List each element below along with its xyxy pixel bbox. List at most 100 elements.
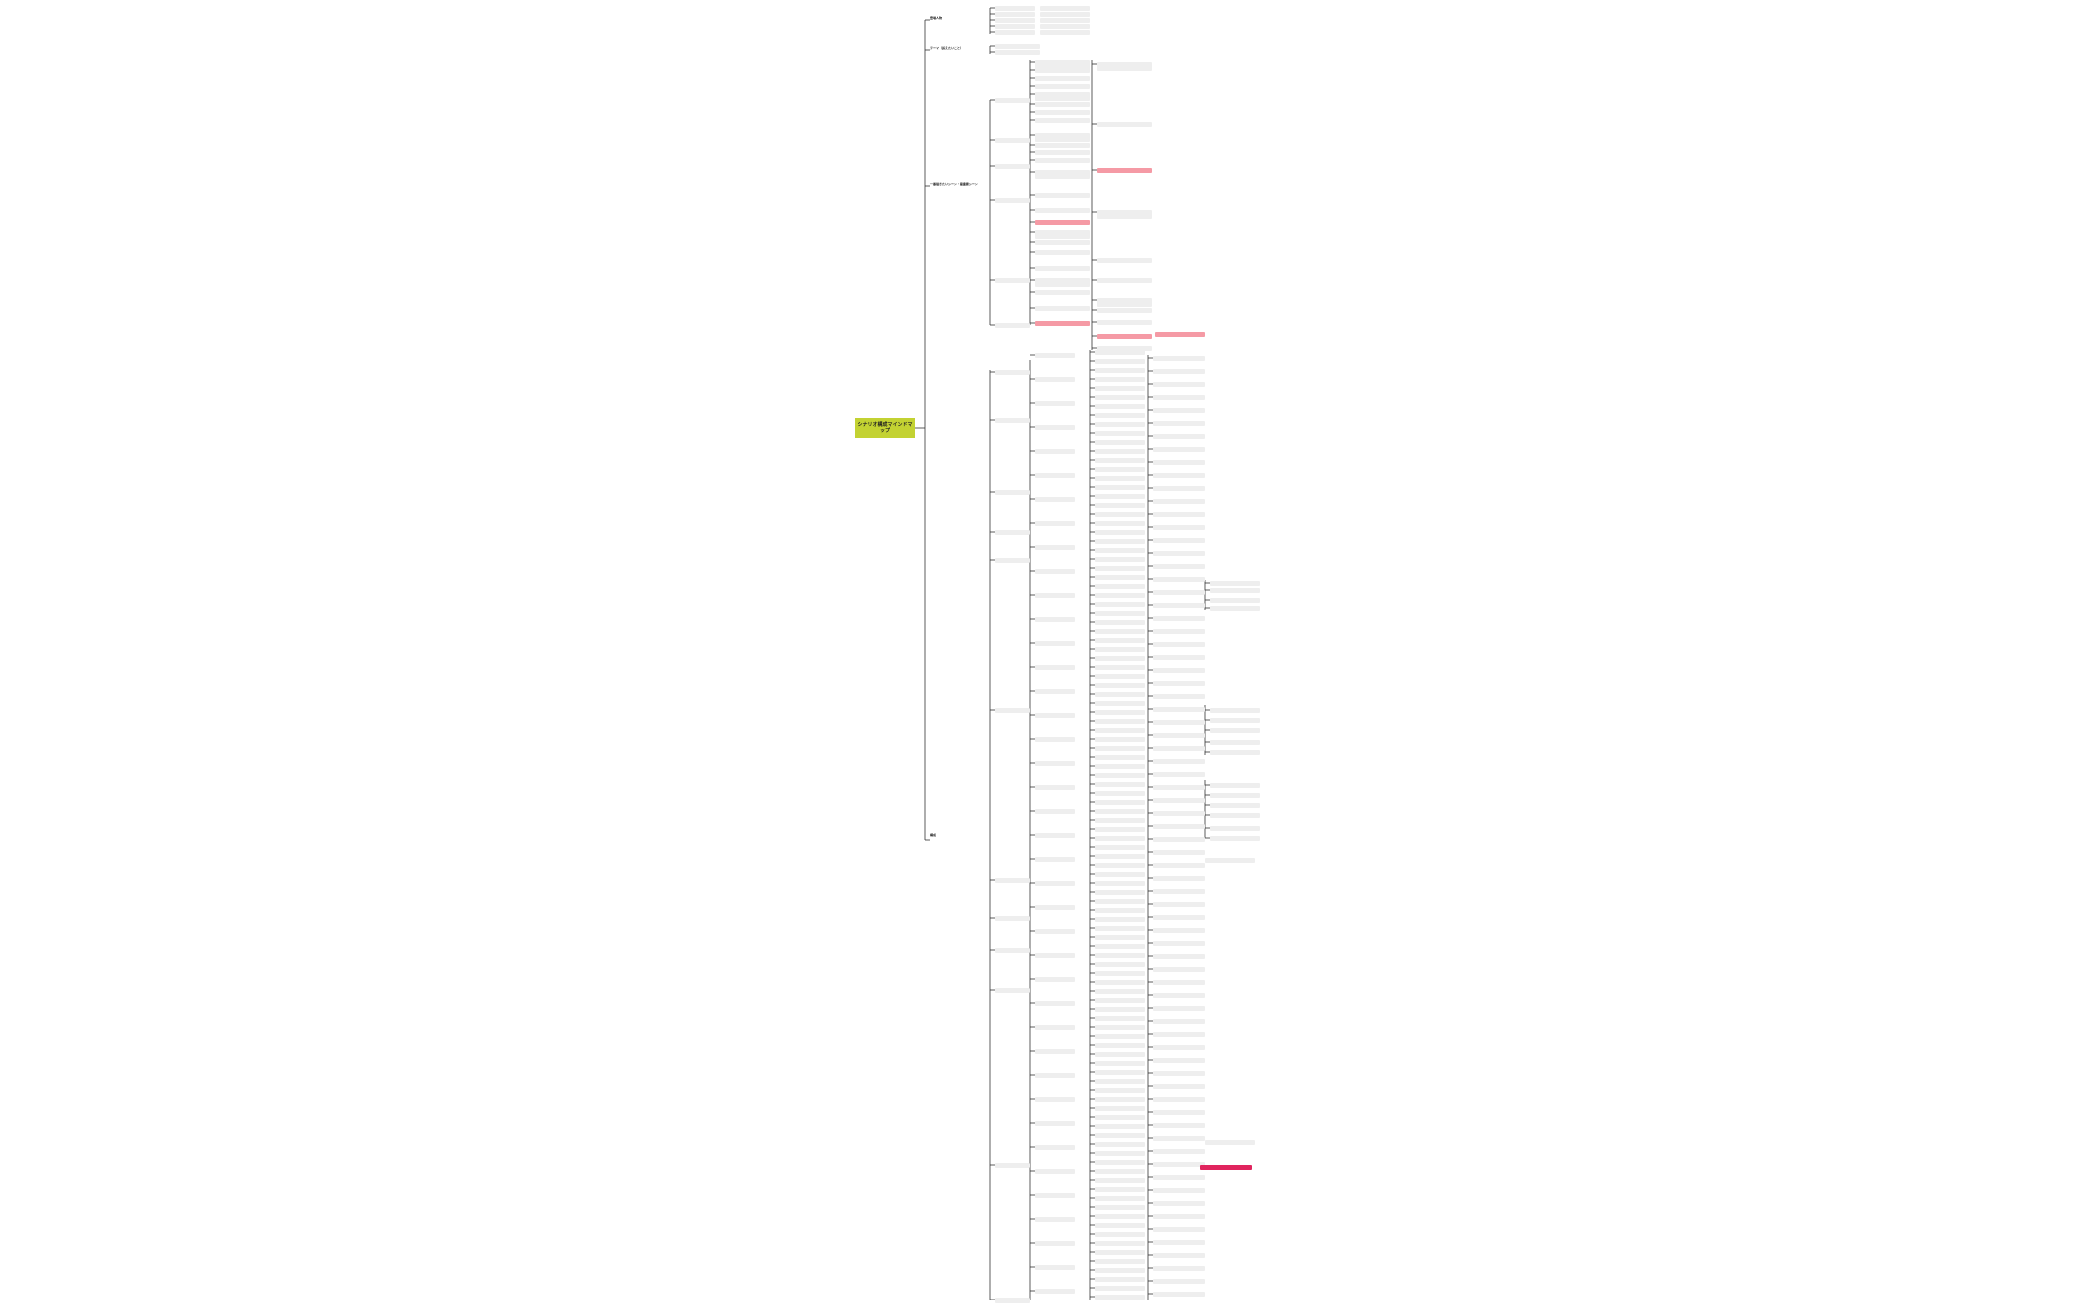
- mindmap-node[interactable]: [1035, 569, 1075, 574]
- mindmap-node[interactable]: [1210, 813, 1260, 818]
- mindmap-node[interactable]: [1035, 953, 1075, 958]
- mindmap-node[interactable]: [1035, 230, 1090, 239]
- mindmap-node[interactable]: [1097, 62, 1152, 71]
- mindmap-node[interactable]: [1035, 208, 1090, 213]
- mindmap-node[interactable]: [1035, 857, 1075, 862]
- mindmap-node[interactable]: [1153, 642, 1205, 647]
- mindmap-node[interactable]: [1035, 170, 1090, 179]
- mindmap-node[interactable]: [1210, 783, 1260, 788]
- mindmap-node[interactable]: [1095, 467, 1145, 472]
- mindmap-node[interactable]: [1040, 24, 1090, 29]
- mindmap-node[interactable]: [1210, 793, 1260, 798]
- mindmap-node[interactable]: [1095, 1007, 1145, 1012]
- mindmap-node[interactable]: [1153, 590, 1205, 595]
- mindmap-node[interactable]: [1035, 290, 1090, 295]
- mindmap-node[interactable]: [1097, 258, 1152, 263]
- mindmap-node[interactable]: [1095, 1205, 1145, 1210]
- mindmap-node[interactable]: [1153, 811, 1205, 816]
- mindmap-node[interactable]: [995, 530, 1030, 535]
- mindmap-node[interactable]: [1035, 193, 1090, 198]
- mindmap-node[interactable]: [995, 12, 1035, 17]
- mindmap-node[interactable]: [1095, 890, 1145, 895]
- mindmap-node[interactable]: [1035, 118, 1090, 123]
- mindmap-node[interactable]: [1095, 809, 1145, 814]
- mindmap-node[interactable]: [1095, 791, 1145, 796]
- mindmap-node[interactable]: [1095, 1295, 1145, 1300]
- mindmap-node[interactable]: [1095, 458, 1145, 463]
- mindmap-node[interactable]: [1095, 503, 1145, 508]
- mindmap-node[interactable]: [1095, 719, 1145, 724]
- mindmap-node[interactable]: [1095, 1151, 1145, 1156]
- mindmap-node[interactable]: [1095, 404, 1145, 409]
- mindmap-node[interactable]: [995, 988, 1030, 993]
- mindmap-node[interactable]: [1035, 473, 1075, 478]
- mindmap-node[interactable]: [1153, 512, 1205, 517]
- mindmap-node[interactable]: [1035, 641, 1075, 646]
- mindmap-node[interactable]: [1153, 772, 1205, 777]
- mindmap-node[interactable]: [1035, 76, 1090, 81]
- mindmap-node[interactable]: [1035, 761, 1075, 766]
- mindmap-node[interactable]: [1097, 210, 1152, 219]
- mindmap-node[interactable]: [1095, 935, 1145, 940]
- mindmap-node[interactable]: [1035, 1073, 1075, 1078]
- mindmap-node[interactable]: [995, 418, 1030, 423]
- mindmap-node[interactable]: [1153, 668, 1205, 673]
- mindmap-node[interactable]: [1153, 954, 1205, 959]
- mindmap-node[interactable]: [1095, 1250, 1145, 1255]
- mindmap-node[interactable]: [1097, 122, 1152, 127]
- mindmap-node[interactable]: [1153, 1201, 1205, 1206]
- mindmap-node[interactable]: [1035, 449, 1075, 454]
- mindmap-node[interactable]: [1095, 1061, 1145, 1066]
- mindmap-node[interactable]: [1210, 598, 1260, 603]
- mindmap-node[interactable]: [1097, 168, 1152, 173]
- mindmap-node[interactable]: [1153, 1149, 1205, 1154]
- mindmap-node[interactable]: [1153, 1123, 1205, 1128]
- mindmap-node[interactable]: [1035, 1265, 1075, 1270]
- mindmap-node[interactable]: [1095, 377, 1145, 382]
- mindmap-node[interactable]: [1153, 967, 1205, 972]
- mindmap-node[interactable]: [1035, 1289, 1075, 1294]
- mindmap-node[interactable]: [995, 878, 1030, 883]
- mindmap-node[interactable]: [1095, 530, 1145, 535]
- mindmap-node[interactable]: [1095, 548, 1145, 553]
- mindmap-node[interactable]: [1153, 993, 1205, 998]
- mindmap-node[interactable]: [1040, 12, 1090, 17]
- mindmap-node[interactable]: [1153, 1110, 1205, 1115]
- mindmap-node[interactable]: [995, 1298, 1030, 1303]
- mindmap-node[interactable]: [1095, 620, 1145, 625]
- mindmap-node[interactable]: [1035, 220, 1090, 225]
- mindmap-node[interactable]: [1095, 881, 1145, 886]
- mindmap-node[interactable]: [1095, 1070, 1145, 1075]
- mindmap-node[interactable]: [1095, 1097, 1145, 1102]
- mindmap-node[interactable]: [1095, 980, 1145, 985]
- mindmap-node[interactable]: [1210, 836, 1260, 841]
- mindmap-node[interactable]: [1035, 1097, 1075, 1102]
- mindmap-node[interactable]: [1035, 689, 1075, 694]
- mindmap-node[interactable]: [1210, 588, 1260, 593]
- mindmap-node[interactable]: [1035, 102, 1090, 107]
- mindmap-node[interactable]: [995, 558, 1030, 563]
- mindmap-node[interactable]: [1153, 408, 1205, 413]
- mindmap-node[interactable]: [1153, 1032, 1205, 1037]
- mindmap-node[interactable]: [1095, 1079, 1145, 1084]
- mindmap-node[interactable]: [1095, 998, 1145, 1003]
- mindmap-node[interactable]: [1040, 18, 1090, 23]
- mindmap-node[interactable]: [1095, 395, 1145, 400]
- mindmap-node[interactable]: [1095, 629, 1145, 634]
- mindmap-node[interactable]: [1095, 602, 1145, 607]
- mindmap-node[interactable]: [1095, 710, 1145, 715]
- mindmap-node[interactable]: [1153, 850, 1205, 855]
- mindmap-node[interactable]: [1153, 1279, 1205, 1284]
- mindmap-node[interactable]: [995, 323, 1030, 328]
- mindmap-node[interactable]: [995, 50, 1040, 55]
- mindmap-node[interactable]: [1153, 1162, 1205, 1167]
- mindmap-node[interactable]: [1095, 1106, 1145, 1111]
- mindmap-node[interactable]: [1095, 854, 1145, 859]
- mindmap-node[interactable]: [1035, 353, 1075, 358]
- mindmap-node[interactable]: [1035, 905, 1075, 910]
- mindmap-node[interactable]: [1040, 6, 1090, 11]
- mindmap-node[interactable]: [1095, 674, 1145, 679]
- mindmap-node[interactable]: [1095, 1268, 1145, 1273]
- mindmap-node[interactable]: [1095, 575, 1145, 580]
- mindmap-node[interactable]: [1095, 764, 1145, 769]
